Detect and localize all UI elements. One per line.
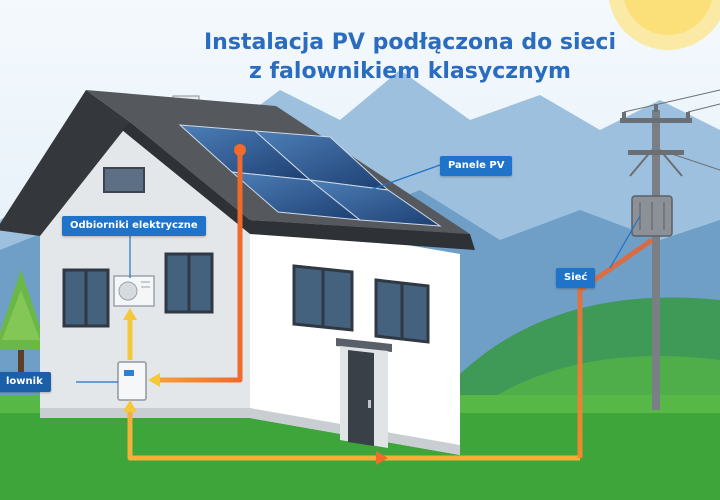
flow-pv-arrow — [148, 373, 160, 387]
leader-panels — [369, 164, 441, 191]
sun-core — [624, 0, 712, 35]
front-window-left — [292, 264, 354, 332]
gable-window — [103, 167, 145, 193]
front-window-right — [374, 278, 430, 344]
diagram-title-line1: Instalacja PV podłączona do sieci — [204, 30, 616, 55]
label-consumers: Odbiorniki elektryczne — [62, 216, 206, 236]
leader-grid — [609, 215, 641, 269]
diagram-title: Instalacja PV podłączona do sieci z falo… — [130, 28, 690, 86]
utility-pole — [620, 89, 720, 410]
front-door — [336, 338, 392, 448]
ac-unit — [113, 275, 155, 307]
label-inverter: lownik — [0, 372, 51, 392]
flow-consumers-arrow — [123, 308, 137, 320]
diagram-title-line2: z falownikiem klasycznym — [249, 59, 571, 84]
inverter-box — [117, 361, 147, 401]
flow-pv-to-inverter — [152, 150, 243, 383]
tree-left — [0, 270, 48, 385]
flow-grid-arrow-bottom — [376, 451, 388, 465]
flow-inverter-arrow-up — [123, 400, 137, 412]
roof-left — [0, 90, 130, 236]
label-grid: Sieć — [556, 268, 596, 288]
flow-pv-start — [234, 144, 246, 156]
label-panels: Panele PV — [440, 156, 513, 176]
gable-window-left — [62, 268, 110, 328]
roof-eave — [122, 122, 475, 250]
flow-inverter-to-grid — [127, 404, 580, 461]
house-gable-wall — [40, 122, 250, 418]
gable-window-right — [164, 252, 214, 314]
flow-grid-vertical — [577, 237, 654, 458]
